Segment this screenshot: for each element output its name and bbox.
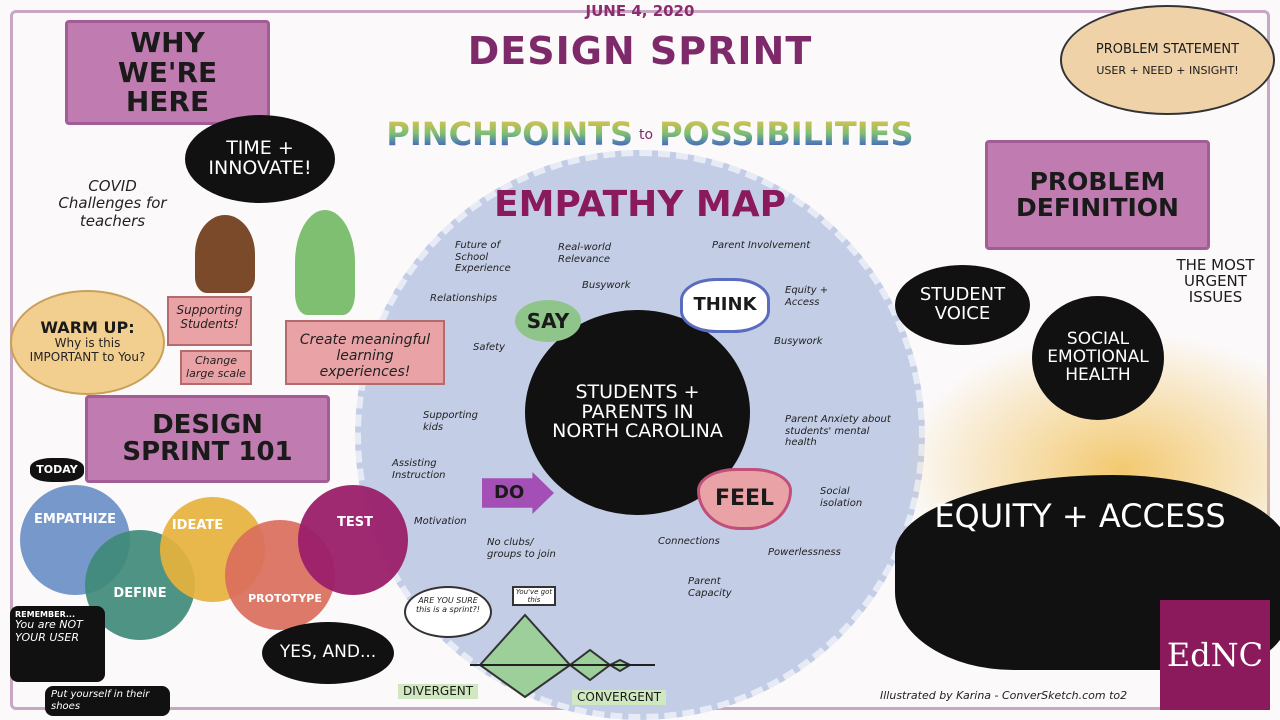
why-were-here-box: WHY WE'RE HERE xyxy=(65,20,270,125)
phase-test-circle xyxy=(298,485,408,595)
do-item: No clubs/ groups to join xyxy=(487,537,556,560)
phase-empathize: EMPATHIZE xyxy=(33,512,117,527)
time-innovate-bubble: TIME + INNOVATE! xyxy=(185,115,335,203)
urgent-issues-note: THE MOST URGENT ISSUES xyxy=(1176,256,1255,306)
date: JUNE 4, 2020 xyxy=(585,2,695,20)
phase-ideate: IDEATE xyxy=(171,518,224,533)
remember-text-1: You are NOT YOUR USER xyxy=(15,618,83,645)
think-item: Parent Involvement xyxy=(712,240,811,251)
today-label: TODAY xyxy=(30,458,84,482)
say-item: Relationships xyxy=(430,293,498,304)
title: DESIGN SPRINT xyxy=(467,29,813,73)
student-voice-bubble: STUDENT VOICE xyxy=(895,265,1030,345)
phase-prototype: PROTOTYPE xyxy=(248,592,322,605)
remember-text-2: Put yourself in their shoes xyxy=(45,686,170,716)
equity-access-label: EQUITY + ACCESS xyxy=(934,497,1226,535)
encourage-sign: You've got this xyxy=(512,586,556,607)
problem-definition-box: PROBLEM DEFINITION xyxy=(985,140,1210,250)
subtitle-right: POSSIBILITIES xyxy=(659,115,914,154)
feel-heart: FEEL xyxy=(697,468,792,530)
design-sprint-101-box: DESIGN SPRINT 101 xyxy=(85,395,330,483)
person-illustration xyxy=(195,215,255,293)
empathy-map-title: EMPATHY MAP xyxy=(494,184,786,225)
yes-and-bubble: YES, AND... xyxy=(262,622,394,684)
divergent-label: DIVERGENT xyxy=(398,684,479,699)
change-note: Change large scale xyxy=(180,350,252,385)
supporting-students-note: Supporting Students! xyxy=(167,296,252,346)
think-item: Equity + Access xyxy=(785,285,829,308)
ednc-logo: EdNC xyxy=(1160,600,1270,710)
problem-statement-formula: USER + NEED + INSIGHT! xyxy=(1096,64,1239,78)
say-bubble: SAY xyxy=(515,300,581,342)
say-item: Busywork xyxy=(582,280,631,291)
warm-up-bubble: WARM UP: Why is this IMPORTANT to You? xyxy=(10,290,165,395)
subtitle: PINCHPOINTS to POSSIBILITIES xyxy=(350,95,950,175)
feel-item: Parent Anxiety about students' mental he… xyxy=(785,414,891,448)
feel-item: Powerlessness xyxy=(768,547,841,558)
phase-define: DEFINE xyxy=(113,586,167,601)
remember-box: REMEMBER... You are NOT YOUR USER xyxy=(10,606,105,682)
meaningful-note: Create meaningful learning experiences! xyxy=(285,320,445,385)
do-item: Assisting Instruction xyxy=(392,458,446,481)
covid-note: COVID Challenges for teachers xyxy=(58,177,167,230)
say-item: Real-world Relevance xyxy=(558,242,612,265)
phase-test: TEST xyxy=(337,515,373,530)
warm-up-text: Why is this IMPORTANT to You? xyxy=(29,336,146,364)
remember-title: REMEMBER... xyxy=(15,610,75,619)
subtitle-left: PINCHPOINTS xyxy=(386,115,634,154)
feel-item: Social isolation xyxy=(820,486,863,509)
problem-statement-title: PROBLEM STATEMENT xyxy=(1095,42,1240,58)
diverge-converge-shape xyxy=(470,613,655,699)
problem-statement-bubble: PROBLEM STATEMENT USER + NEED + INSIGHT! xyxy=(1060,5,1275,115)
ednc-logo-text: EdNC xyxy=(1166,636,1264,674)
do-item: Motivation xyxy=(414,516,467,527)
illustrator-credit: Illustrated by Karina - ConverSketch.com… xyxy=(880,689,1128,702)
sprint-question-bubble: ARE YOU SURE this is a sprint?! xyxy=(404,586,492,638)
feel-item: Parent Capacity xyxy=(688,576,732,599)
do-item: Supporting kids xyxy=(423,410,478,433)
person-illustration xyxy=(295,210,355,315)
subtitle-joiner: to xyxy=(639,127,654,143)
convergent-label: CONVERGENT xyxy=(572,690,667,705)
say-item: Safety xyxy=(473,342,505,353)
social-emotional-bubble: SOCIAL EMOTIONAL HEALTH xyxy=(1032,296,1164,420)
think-cloud: THINK xyxy=(680,278,770,333)
think-item: Busywork xyxy=(774,336,823,347)
warm-up-title: WARM UP: xyxy=(40,318,135,338)
feel-item: Connections xyxy=(658,536,720,547)
say-item: Future of School Experience xyxy=(455,240,511,274)
